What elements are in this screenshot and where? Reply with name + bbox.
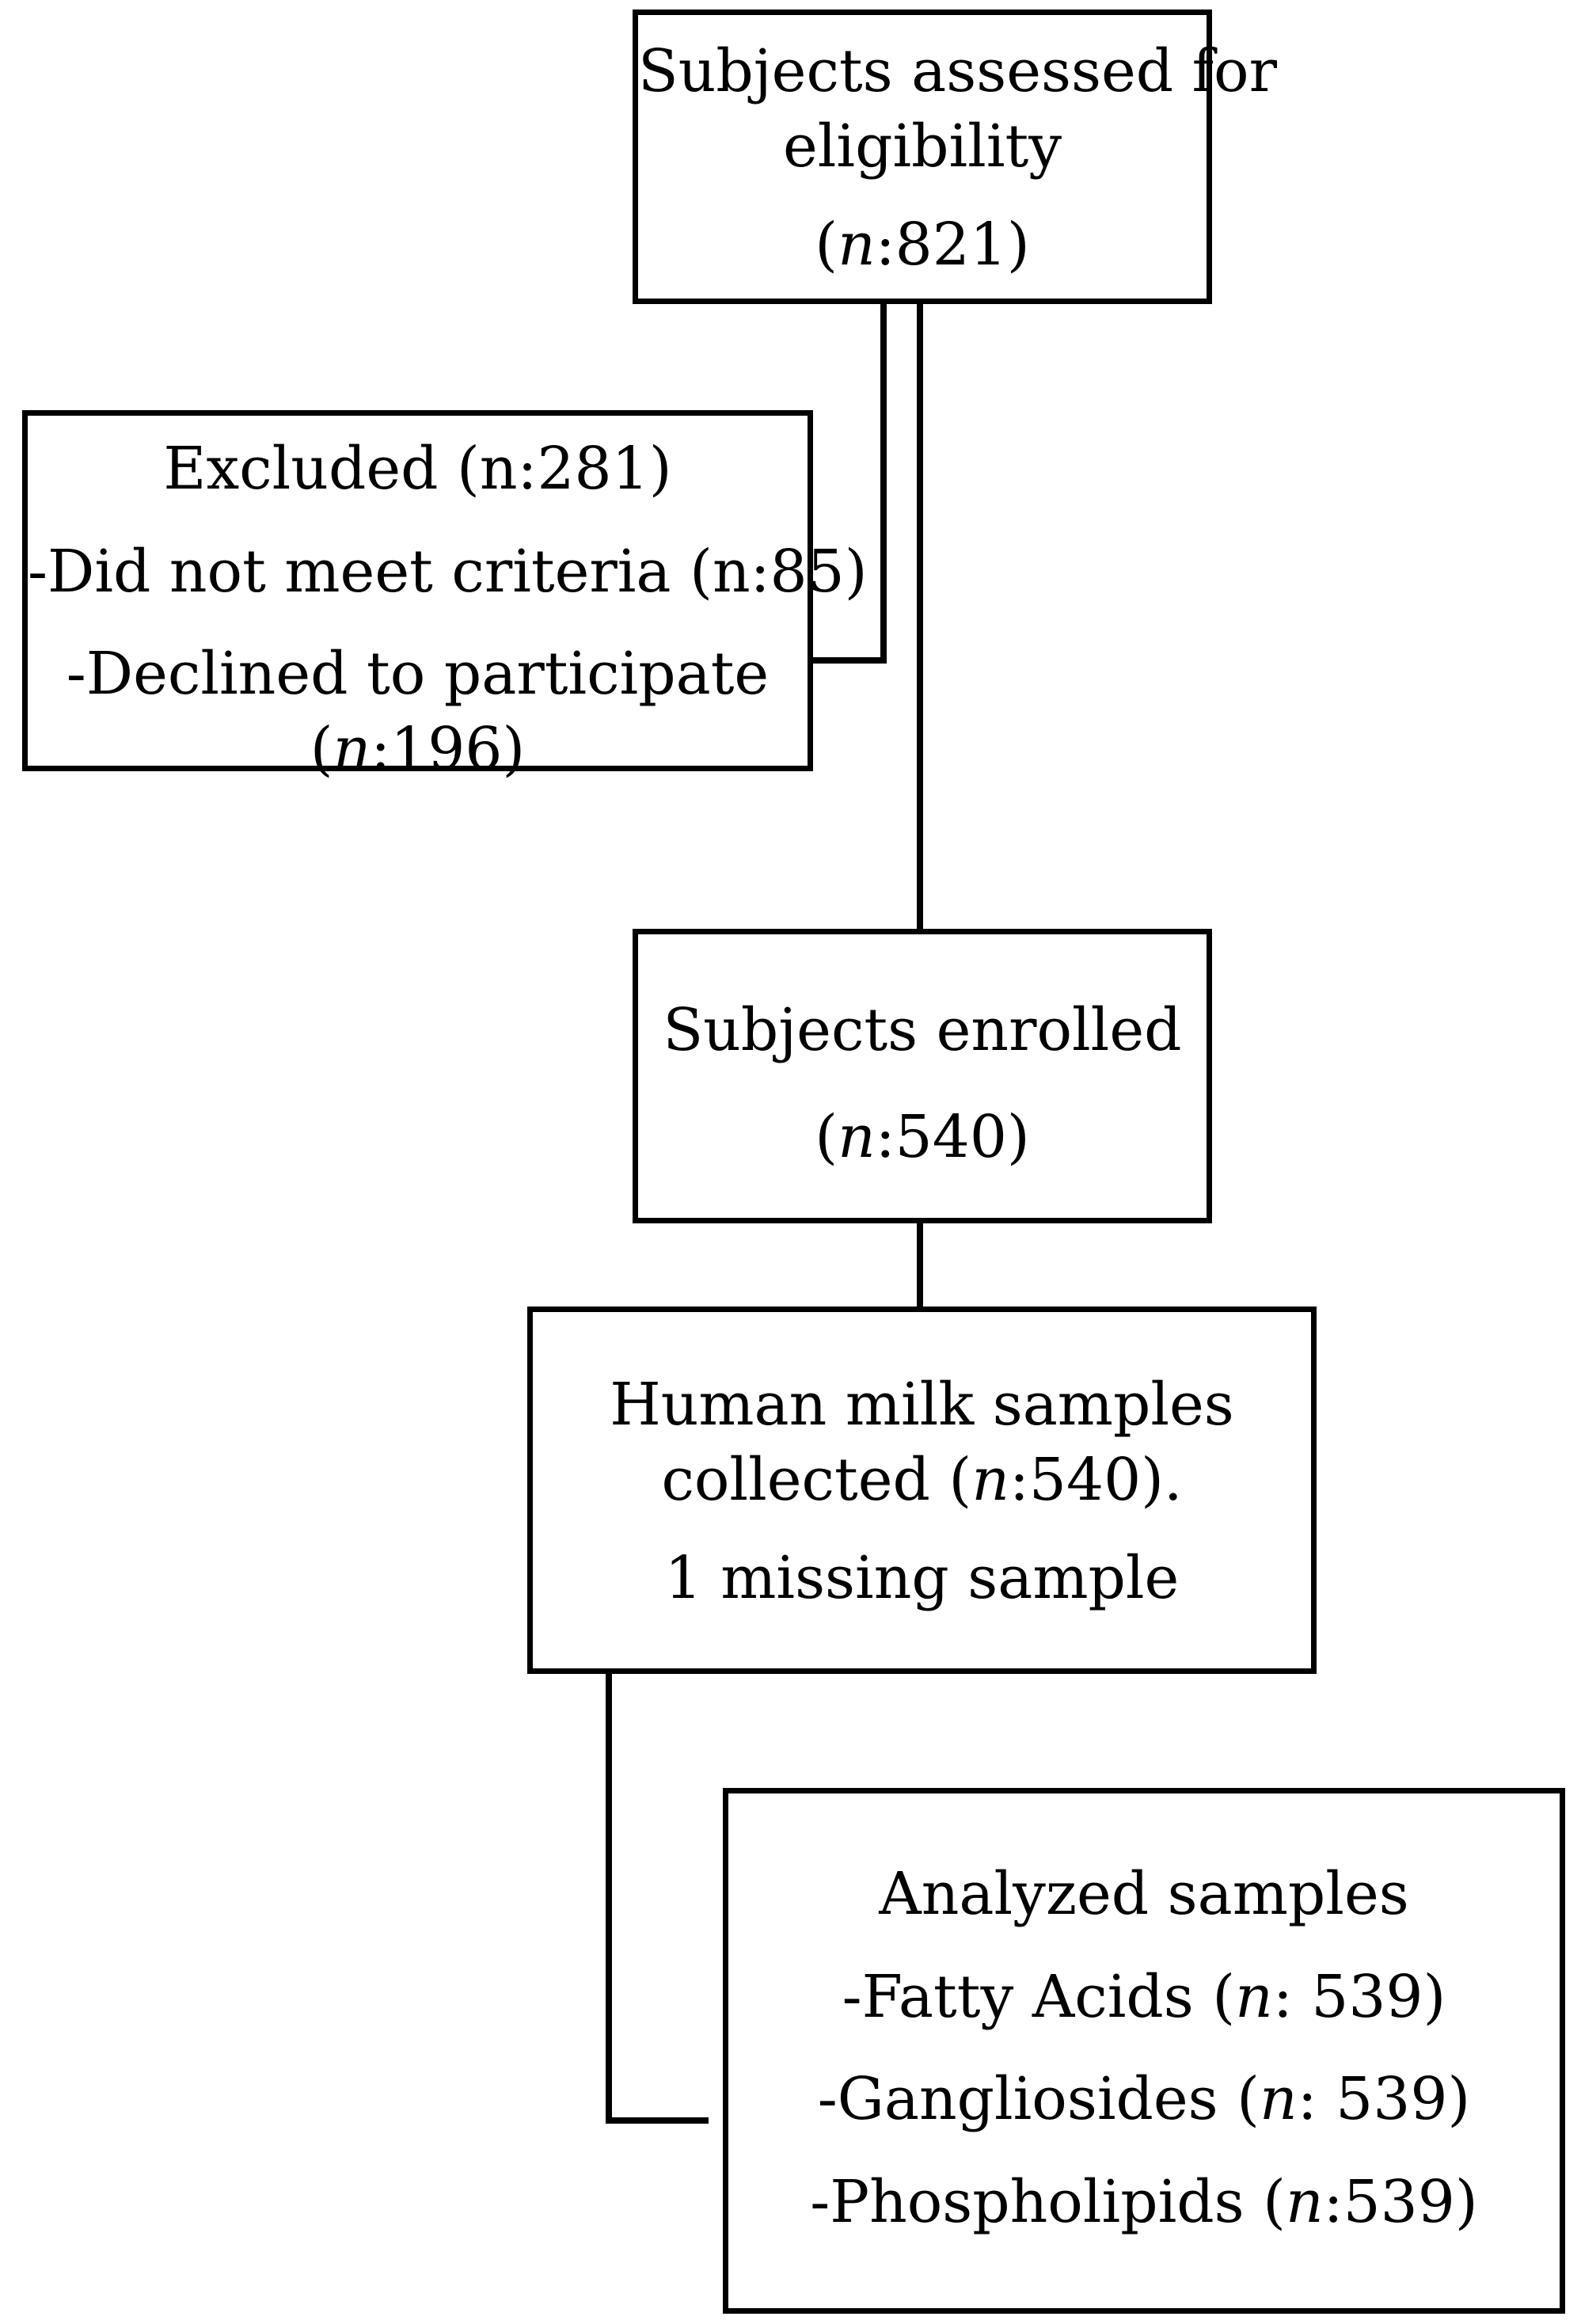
collected-line2: collected (n:540). (661, 1445, 1183, 1514)
analyzed-box: Analyzed samples -Fatty Acids (n: 539) -… (723, 1788, 1565, 2314)
analyzed-fatty-acids: -Fatty Acids (n: 539) (842, 1962, 1446, 2031)
collected-box: Human milk samples collected (n:540). 1 … (527, 1307, 1317, 1674)
collected-line3: 1 missing sample (664, 1544, 1180, 1613)
connector-branch-vertical (880, 299, 887, 664)
excluded-box: Excluded (n:281) -Did not meet criteria … (22, 410, 868, 783)
assessed-title-line2: eligibility (782, 112, 1062, 181)
connector-assessed-to-enrolled (917, 299, 923, 934)
analyzed-phospholipids: -Phospholipids (n:539) (810, 2168, 1478, 2237)
excluded-declined-line1: -Declined to participate (66, 640, 770, 709)
analyzed-title: Analyzed samples (879, 1860, 1409, 1928)
excluded-criteria: -Did not meet criteria (n:85) (28, 537, 868, 606)
connector-enrolled-to-collected (917, 1219, 923, 1310)
enrolled-box: Subjects enrolled (n:540) (633, 929, 1212, 1223)
connector-collected-down (606, 1669, 612, 2124)
connector-to-analyzed (606, 2117, 709, 2124)
analyzed-gangliosides: -Gangliosides (n: 539) (817, 2065, 1471, 2134)
collected-line1: Human milk samples (610, 1371, 1234, 1439)
enrolled-title: Subjects enrolled (663, 996, 1182, 1064)
assessed-title-line1: Subjects assessed for (638, 37, 1277, 105)
excluded-declined-count: (n:196) (310, 715, 526, 784)
connector-branch-horizontal (811, 657, 887, 664)
assessed-count: (n:821) (815, 211, 1030, 280)
assessed-box: Subjects assessed for eligibility (n:821… (633, 10, 1277, 304)
excluded-title: Excluded (n:281) (163, 435, 672, 503)
enrolled-count: (n:540) (815, 1102, 1030, 1171)
